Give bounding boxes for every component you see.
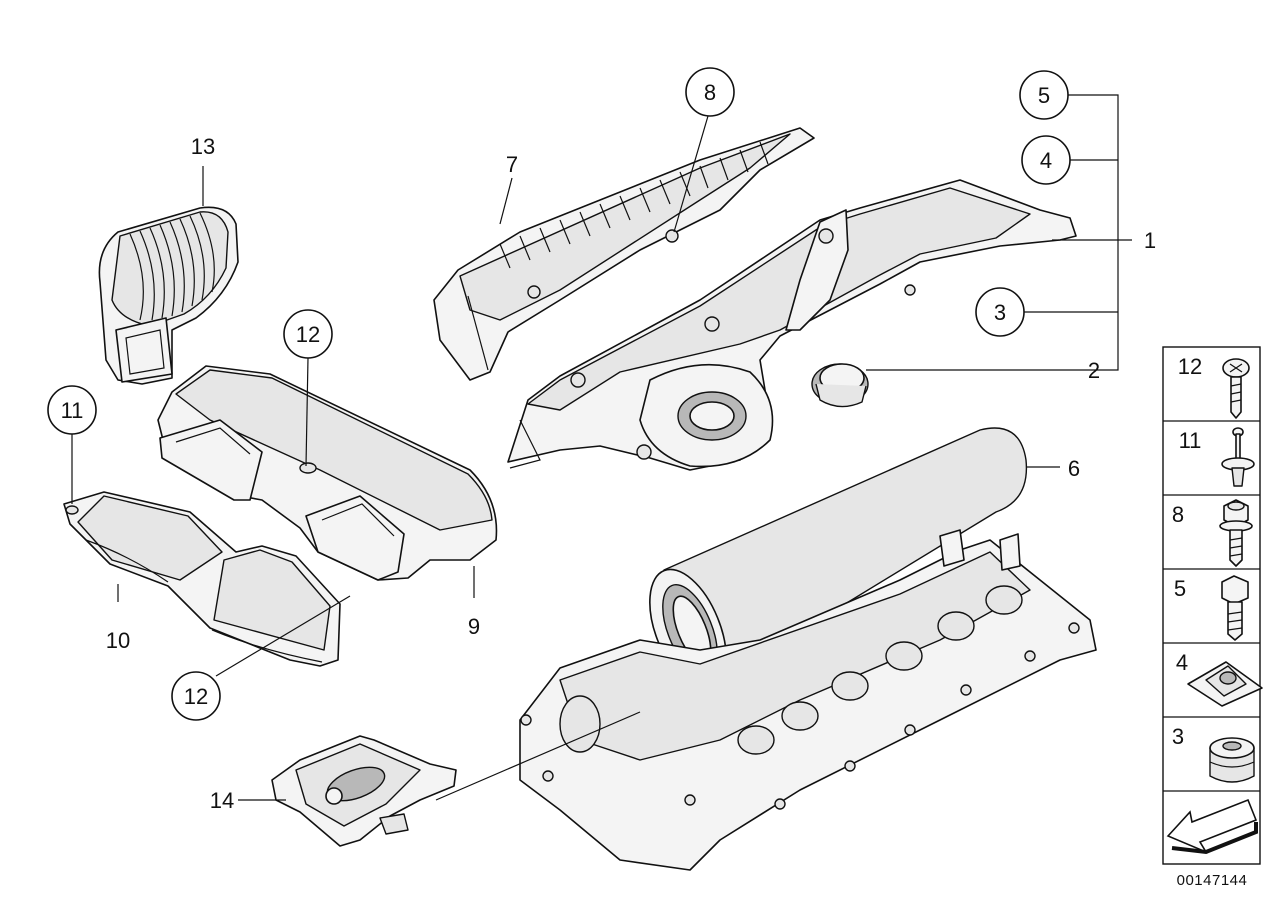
callout-6-label: 6 — [1068, 456, 1080, 481]
callout-12-lower-label: 12 — [184, 684, 208, 709]
callout-2: 2 — [1088, 358, 1100, 383]
hardware-side-panel: 12 11 8 5 — [1162, 346, 1263, 865]
callout-14-label: 14 — [210, 788, 234, 813]
panel-item-12: 12 — [1178, 354, 1250, 419]
callout-6: 6 — [1068, 456, 1080, 481]
callout-2-label: 2 — [1088, 358, 1100, 383]
callout-11-label: 11 — [61, 398, 84, 423]
panel-item-8-label: 8 — [1172, 502, 1184, 527]
panel-item-3-label: 3 — [1172, 724, 1184, 749]
part-2-sealing-ring — [811, 363, 869, 408]
part-14-holder — [271, 735, 457, 847]
part-13-intake-bellows — [98, 206, 239, 385]
panel-item-5: 5 — [1174, 575, 1249, 641]
callout-4-label: 4 — [1040, 148, 1052, 173]
part-9-air-duct-upper — [157, 365, 498, 581]
callout-4: 4 — [1021, 135, 1071, 185]
part-10-air-duct-lower — [63, 491, 341, 667]
callout-11: 11 — [47, 385, 97, 435]
panel-item-3: 3 — [1172, 724, 1255, 783]
panel-item-11-label: 11 — [1179, 428, 1202, 453]
leader-lines — [71, 94, 1132, 801]
document-id: 00147144 — [1177, 872, 1248, 889]
callout-3-label: 3 — [994, 300, 1006, 325]
callout-7: 7 — [506, 152, 518, 177]
callout-12-upper-label: 12 — [296, 322, 320, 347]
callout-5-label: 5 — [1038, 83, 1050, 108]
panel-item-4: 4 — [1176, 650, 1263, 707]
panel-item-12-label: 12 — [1178, 354, 1202, 379]
callout-10-label: 10 — [106, 628, 130, 653]
cylinder-head-cover — [519, 529, 1097, 871]
callout-5: 5 — [1019, 70, 1069, 120]
callout-13-label: 13 — [191, 134, 215, 159]
callout-13: 13 — [191, 134, 215, 159]
callout-7-label: 7 — [506, 152, 518, 177]
panel-item-8: 8 — [1172, 499, 1253, 567]
callout-3: 3 — [975, 287, 1025, 337]
callout-12-lower: 12 — [171, 671, 221, 721]
panel-item-11: 11 — [1179, 427, 1255, 487]
callout-8: 8 — [685, 67, 735, 117]
panel-item-4-label: 4 — [1176, 650, 1188, 675]
part-1-intake-silencer-housing — [507, 179, 1077, 471]
callout-10: 10 — [106, 628, 130, 653]
callout-12-upper: 12 — [283, 309, 333, 359]
part-7-air-guide — [433, 127, 815, 381]
callout-1: 1 — [1144, 228, 1156, 253]
callout-9: 9 — [468, 614, 480, 639]
direction-arrow-icon — [1166, 798, 1258, 855]
callout-1-label: 1 — [1144, 228, 1156, 253]
callout-8-label: 8 — [704, 80, 716, 105]
callout-9-label: 9 — [468, 614, 480, 639]
callout-14: 14 — [210, 788, 234, 813]
panel-item-5-label: 5 — [1174, 576, 1186, 601]
